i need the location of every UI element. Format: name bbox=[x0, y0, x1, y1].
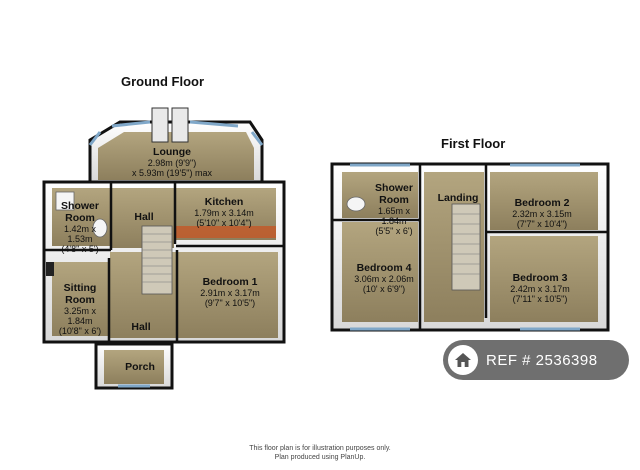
room-dimensions: x 5.93m (19'5") max bbox=[132, 168, 212, 178]
disclaimer-line: This floor plan is for illustration purp… bbox=[249, 445, 391, 452]
room-dimensions: (5'5" x 6') bbox=[375, 226, 413, 236]
first-floor-plan bbox=[330, 162, 610, 332]
room-name: Bedroom 2 bbox=[514, 197, 570, 209]
room-label-sitting-room: Sitting Room 3.25m x 1.84m (10'8" x 6') bbox=[52, 282, 108, 336]
room-dimensions: (5'10" x 10'4") bbox=[196, 218, 252, 228]
room-label-landing: Landing bbox=[438, 192, 479, 204]
room-name: Landing bbox=[437, 192, 479, 204]
room-label-kitchen: Kitchen 1.79m x 3.14m (5'10" x 10'4") bbox=[194, 196, 254, 228]
room-label-bedroom-4: Bedroom 4 3.06m x 2.06m (10' x 6'9") bbox=[354, 262, 414, 294]
room-label-bedroom-2: Bedroom 2 2.32m x 3.15m (7'7" x 10'4") bbox=[512, 197, 572, 229]
first-floor-title: First Floor bbox=[441, 136, 506, 151]
room-label-porch: Porch bbox=[125, 361, 155, 373]
room-name: Sitting Room bbox=[63, 282, 97, 306]
room-name: Hall bbox=[134, 211, 154, 223]
porch-shape bbox=[94, 342, 174, 390]
reference-badge: REF # 2536398 bbox=[443, 340, 629, 380]
room-label-first-shower-room: Shower Room 1.65m x 1.84m (5'5" x 6') bbox=[366, 182, 422, 236]
room-dimensions: 3.25m x 1.84m bbox=[63, 306, 96, 326]
room-dimensions: (7'7" x 10'4") bbox=[516, 219, 568, 229]
room-name: Shower Room bbox=[61, 200, 99, 224]
ground-floor-plan bbox=[42, 107, 286, 390]
room-name: Kitchen bbox=[204, 196, 244, 208]
room-dimensions: (10'8" x 6') bbox=[58, 326, 102, 336]
room-name: Shower Room bbox=[375, 182, 413, 206]
room-dimensions: (10' x 6'9") bbox=[362, 284, 406, 294]
room-dimensions: (7'11" x 10'5") bbox=[512, 294, 568, 304]
disclaimer: This floor plan is for illustration purp… bbox=[0, 444, 640, 462]
room-label-shower-room: Shower Room 1.42m x 1.53m (4'8" x 5') bbox=[52, 200, 108, 254]
room-label-hall-lower: Hall bbox=[131, 321, 150, 333]
room-label-hall-upper: Hall bbox=[134, 211, 153, 223]
room-dimensions: 1.65m x 1.84m bbox=[377, 206, 410, 226]
room-label-lounge: Lounge 2.98m (9'9") x 5.93m (19'5") max bbox=[132, 146, 212, 178]
room-name: Bedroom 3 bbox=[512, 272, 568, 284]
room-name: Bedroom 1 bbox=[202, 276, 258, 288]
lounge-room-shape bbox=[88, 107, 264, 184]
home-icon bbox=[448, 345, 478, 375]
room-label-bedroom-1: Bedroom 1 2.91m x 3.17m (9'7" x 10'5") bbox=[200, 276, 260, 308]
room-label-bedroom-3: Bedroom 3 2.42m x 3.17m (7'11" x 10'5") bbox=[510, 272, 570, 304]
ground-floor-title: Ground Floor bbox=[121, 74, 205, 89]
room-name: Bedroom 4 bbox=[356, 262, 412, 274]
room-dimensions: 2.98m (9'9") bbox=[147, 158, 197, 168]
room-dimensions: (9'7" x 10'5") bbox=[204, 298, 256, 308]
room-dimensions: 3.06m x 2.06m bbox=[354, 274, 414, 284]
room-dimensions: 2.91m x 3.17m bbox=[200, 288, 260, 298]
room-name: Lounge bbox=[153, 146, 191, 158]
room-name: Hall bbox=[131, 321, 151, 333]
room-name: Porch bbox=[125, 361, 155, 373]
disclaimer-line: Plan produced using PlanUp. bbox=[274, 454, 366, 461]
ground-main-body bbox=[42, 180, 286, 344]
room-dimensions: 1.79m x 3.14m bbox=[194, 208, 254, 218]
room-dimensions: 1.42m x 1.53m bbox=[63, 224, 96, 244]
room-dimensions: 2.42m x 3.17m bbox=[510, 284, 570, 294]
room-dimensions: (4'8" x 5') bbox=[61, 244, 99, 254]
room-dimensions: 2.32m x 3.15m bbox=[512, 209, 572, 219]
reference-number: REF # 2536398 bbox=[486, 351, 598, 369]
